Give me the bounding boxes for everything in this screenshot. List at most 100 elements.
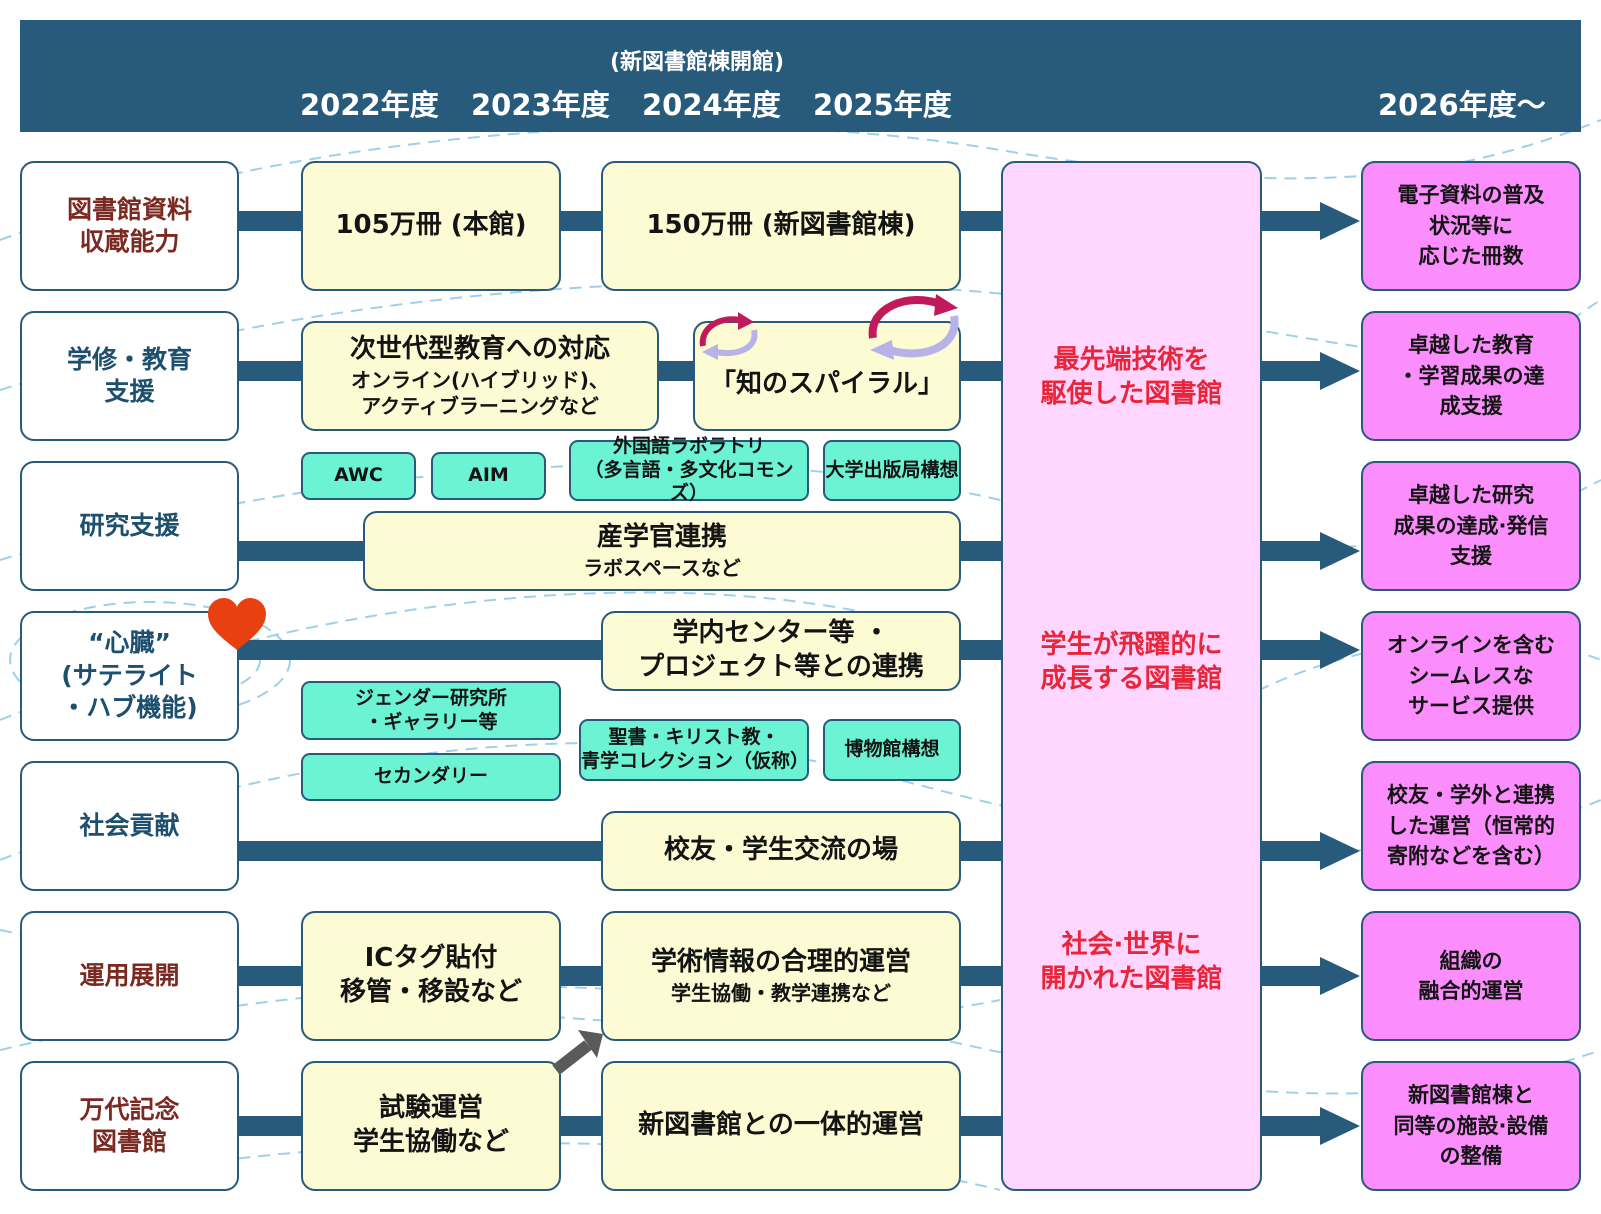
category-label: 運用展開 <box>79 960 180 990</box>
outcome-text: 同等の施設·設備 <box>1393 1113 1549 1138</box>
industry-collaboration-sub: ラボスペースなど <box>583 555 741 580</box>
awc-label: AWC <box>334 464 383 487</box>
gender-institute-box: ジェンダー研究所 ・ギャラリー等 <box>301 681 561 740</box>
integrated-operation-box: 新図書館との一体的運営 <box>601 1061 961 1191</box>
ic-tag-label: ICタグ貼付 <box>364 943 498 974</box>
bible-collection-box: 聖書・キリスト教・ 青学コレクション（仮称） <box>579 719 809 781</box>
category-label: 社会貢献 <box>79 810 180 840</box>
category-label: 学修・教育 <box>66 344 192 374</box>
next-gen-education-title: 次世代型教育への対応 <box>349 334 610 365</box>
holdings-main-box: 105万冊 (本館) <box>301 161 561 291</box>
goal-text: 開かれた図書館 <box>1040 963 1223 994</box>
goal-column <box>1001 161 1262 1191</box>
goal-text: 成長する図書館 <box>1040 663 1223 694</box>
category-holdings-capacity: 図書館資料 収蔵能力 <box>20 161 239 291</box>
center-collaboration-box: 学内センター等 ・ プロジェクト等との連携 <box>601 611 961 691</box>
outcome-text: 融合的運営 <box>1418 979 1524 1003</box>
next-gen-education-box: 次世代型教育への対応 オンライン(ハイブリッド)、 アクティブラーニングなど <box>301 321 659 431</box>
aim-label: AIM <box>468 464 509 487</box>
outcome-text: 新図書館棟と <box>1408 1083 1534 1108</box>
goal-text: 学生が飛躍的に <box>1040 630 1223 660</box>
secondary-box: セカンダリー <box>301 753 561 801</box>
new-building-opening-note: (新図書館棟開館) <box>610 50 785 75</box>
alumni-exchange-box: 校友・学生交流の場 <box>601 811 961 891</box>
rational-management-sub: 学生協働・教学連携など <box>671 980 891 1005</box>
outcome-alumni-operation: 校友・学外と連携 した運営（恒常的 寄附などを含む） <box>1361 761 1581 891</box>
trial-operation-label: 学生協働など <box>352 1127 509 1157</box>
holdings-main-label: 105万冊 (本館) <box>335 210 527 241</box>
year-2025: 2025年度 <box>813 88 952 122</box>
year-2026-onward: 2026年度〜 <box>1378 88 1546 122</box>
outcome-text: シームレスな <box>1408 663 1534 688</box>
category-label: 収蔵能力 <box>79 227 180 256</box>
category-learning-support: 学修・教育 支援 <box>20 311 239 441</box>
aim-box: AIM <box>431 452 546 500</box>
university-press-label: 大学出版局構想 <box>825 458 959 481</box>
year-2023: 2023年度 <box>471 88 610 122</box>
outcome-text: オンラインを含む <box>1387 633 1555 658</box>
goal-open-library: 社会·世界に 開かれた図書館 <box>1001 929 1262 997</box>
goal-text: 社会·世界に <box>1061 930 1202 960</box>
center-collaboration-label: 学内センター等 ・ <box>672 618 890 649</box>
outcome-education: 卓越した教育 ・学習成果の達 成支援 <box>1361 311 1581 441</box>
outcome-text: 成果の達成·発信 <box>1393 513 1549 538</box>
category-label: 研究支援 <box>79 510 180 540</box>
ic-tag-box: ICタグ貼付 移管・移設など <box>301 911 561 1041</box>
language-lab-label: 外国語ラボラトリ <box>612 434 765 457</box>
secondary-label: セカンダリー <box>373 765 488 788</box>
language-lab-box: 外国語ラボラトリ （多言語・多文化コモンズ） <box>569 435 809 504</box>
outcome-text: 応じた冊数 <box>1418 244 1524 269</box>
integrated-operation-label: 新図書館との一体的運営 <box>638 1110 924 1141</box>
bible-collection-label: 聖書・キリスト教・ <box>608 726 780 749</box>
outcome-text: サービス提供 <box>1408 694 1534 719</box>
industry-collaboration-box: 産学官連携 ラボスペースなど <box>363 511 961 591</box>
outcome-text: の整備 <box>1439 1144 1503 1169</box>
category-bandai-library: 万代記念 図書館 <box>20 1061 239 1191</box>
outcome-text: 組織の <box>1439 948 1503 973</box>
gender-institute-label: ジェンダー研究所 <box>354 686 507 709</box>
outcome-holdings: 電子資料の普及 状況等に 応じた冊数 <box>1361 161 1581 291</box>
outcome-text: 校友・学外と連携 <box>1387 783 1555 808</box>
outcome-organization: 組織の 融合的運営 <box>1361 911 1581 1041</box>
category-label: ・ハブ機能) <box>61 693 198 723</box>
bible-collection-label: 青学コレクション（仮称） <box>581 750 810 772</box>
trial-operation-box: 試験運営 学生協働など <box>301 1061 561 1191</box>
outcome-text: 成支援 <box>1439 394 1503 419</box>
outcome-text: ・学習成果の達 <box>1397 363 1545 388</box>
category-label: 図書館資料 <box>66 194 192 224</box>
category-label: 万代記念 <box>79 1094 180 1124</box>
year-2024: 2024年度 <box>642 88 781 122</box>
category-social-contribution: 社会貢献 <box>20 761 239 891</box>
center-collaboration-label: プロジェクト等との連携 <box>638 652 924 682</box>
category-label: (サテライト <box>61 660 198 690</box>
outcome-text: 支援 <box>1450 544 1492 569</box>
holdings-new-box: 150万冊 (新図書館棟) <box>601 161 961 291</box>
category-heart-hub: “心臓” (サテライト ・ハブ機能) <box>20 611 239 741</box>
museum-label: 博物館構想 <box>844 738 940 761</box>
timeline-header: (新図書館棟開館) 2022年度 2023年度 2024年度 2025年度 20… <box>20 20 1581 132</box>
year-2022: 2022年度 <box>300 88 439 122</box>
gender-institute-label: ・ギャラリー等 <box>364 710 498 733</box>
next-gen-education-sub: オンライン(ハイブリッド)、 <box>351 367 609 392</box>
outcome-text: 電子資料の普及 <box>1397 183 1545 208</box>
goal-student-growth: 学生が飛躍的に 成長する図書館 <box>1001 629 1262 697</box>
outcome-text: 寄附などを含む） <box>1387 844 1555 869</box>
industry-collaboration-title: 産学官連携 <box>596 522 727 553</box>
outcome-facilities: 新図書館棟と 同等の施設·設備 の整備 <box>1361 1061 1581 1191</box>
outcome-text: 卓越した研究 <box>1408 483 1534 508</box>
outcome-text: した運営（恒常的 <box>1387 813 1555 838</box>
outcome-seamless-service: オンラインを含む シームレスな サービス提供 <box>1361 611 1581 741</box>
outcome-research: 卓越した研究 成果の達成·発信 支援 <box>1361 461 1581 591</box>
category-research-support: 研究支援 <box>20 461 239 591</box>
language-lab-label: （多言語・多文化コモンズ） <box>584 458 794 505</box>
spiral-of-knowledge-label: 「知のスパイラル」 <box>709 369 944 400</box>
holdings-new-label: 150万冊 (新図書館棟) <box>646 210 916 241</box>
goal-advanced-technology: 最先端技術を 駆使した図書館 <box>1001 344 1262 412</box>
goal-text: 最先端技術を <box>1053 345 1210 375</box>
museum-box: 博物館構想 <box>823 719 961 781</box>
category-label: 図書館 <box>91 1127 167 1156</box>
awc-box: AWC <box>301 452 416 500</box>
trial-operation-label: 試験運営 <box>378 1093 483 1124</box>
university-press-box: 大学出版局構想 <box>823 440 961 501</box>
rational-management-title: 学術情報の合理的運営 <box>650 947 911 978</box>
